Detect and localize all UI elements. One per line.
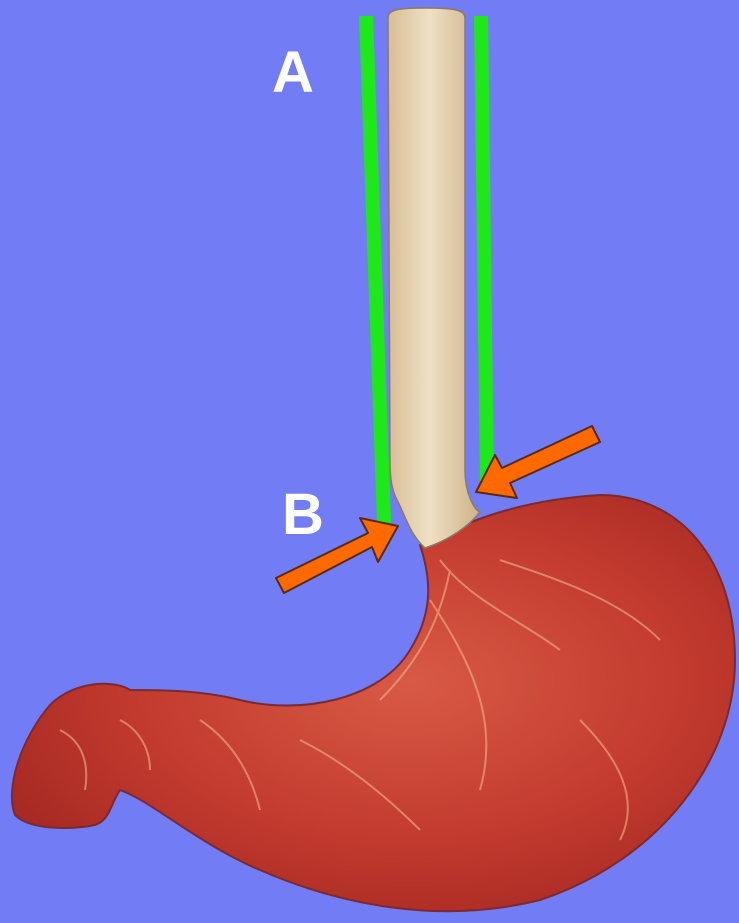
stomach-illustration (12, 495, 735, 911)
guide-line-left (366, 16, 384, 523)
esophagus-illustration (388, 8, 480, 548)
guide-line-right (481, 16, 487, 487)
arrow-icon (476, 426, 600, 498)
label-a: A (272, 44, 314, 102)
label-b: B (282, 486, 324, 544)
